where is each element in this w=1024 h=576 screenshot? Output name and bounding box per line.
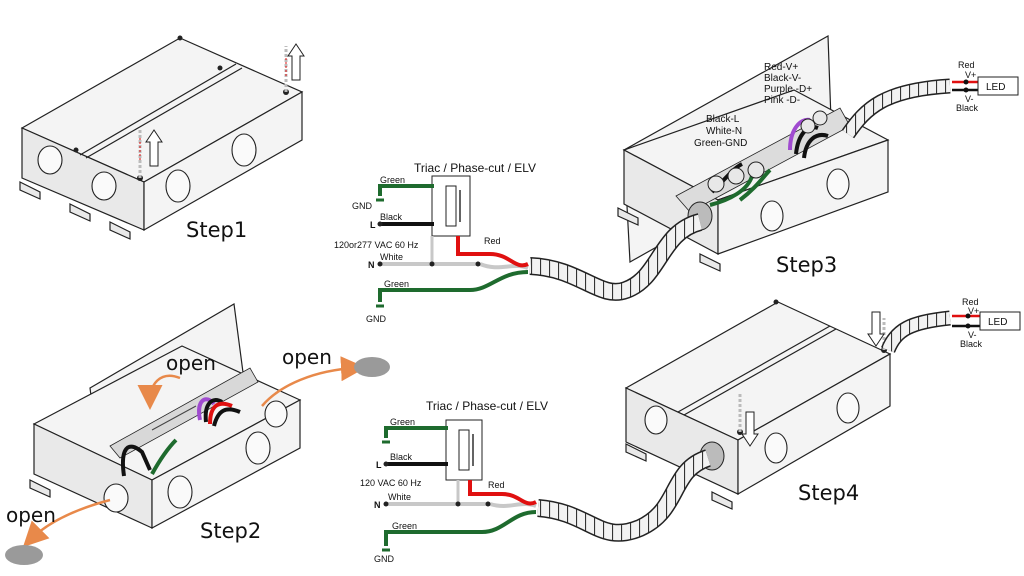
- wire-green-top-lower: Green: [390, 417, 415, 427]
- wire-black-lower: Black: [390, 452, 413, 462]
- voltage-lower: 120 VAC 60 Hz: [360, 478, 422, 488]
- led-label-lower: LED: [988, 317, 1007, 328]
- upper-wiring: [376, 175, 529, 308]
- led-vminus-label-lower: V-: [968, 330, 977, 340]
- open-label-bottom: open: [6, 503, 56, 527]
- wire-white-upper: White: [380, 252, 403, 262]
- wire-white-lower: White: [388, 492, 411, 502]
- led-red-label-lower: Red: [962, 297, 979, 307]
- wire-black-upper: Black: [380, 212, 403, 222]
- led-vplus-label-lower: V+: [968, 306, 979, 316]
- wire-green-bottom-lower: Green: [392, 521, 417, 531]
- step3-label: Step3: [776, 253, 837, 277]
- step2-label: Step2: [200, 519, 261, 543]
- output-legend-purple: Purple -D+: [764, 84, 812, 95]
- open-label-top: open: [166, 351, 216, 375]
- open-arrow-bottom: [22, 498, 111, 548]
- knockout-plug-right: [354, 357, 390, 377]
- step4-label: Step4: [798, 481, 859, 505]
- led-vminus-label-upper: V-: [965, 94, 974, 104]
- open-arrow-right: [261, 356, 366, 407]
- output-legend-pink: Pink -D-: [764, 95, 800, 106]
- wire-green-bottom-upper: Green: [384, 279, 409, 289]
- lower-wiring: [382, 419, 537, 552]
- step2-junction-box: [29, 303, 302, 530]
- line-label-upper: L: [370, 220, 376, 230]
- wire-red-lower: Red: [488, 480, 505, 490]
- wire-red-upper: Red: [484, 236, 501, 246]
- wire-green-top-upper: Green: [380, 175, 405, 185]
- neutral-label-upper: N: [368, 260, 375, 270]
- led-black-label-lower: Black: [960, 339, 983, 349]
- output-legend-red: Red-V+: [764, 62, 798, 73]
- open-label-right: open: [282, 345, 332, 369]
- step1-label: Step1: [186, 218, 247, 242]
- led-box-lower: [979, 311, 1021, 331]
- led-red-label-upper: Red: [958, 60, 975, 70]
- input-legend-black-l: Black-L: [706, 114, 740, 125]
- input-legend-green-gnd: Green-GND: [694, 138, 747, 149]
- led-black-label-upper: Black: [956, 103, 979, 113]
- step4-junction-box: [624, 299, 892, 510]
- gnd-top-upper: GND: [352, 201, 373, 211]
- led-label-upper: LED: [986, 82, 1005, 93]
- led-box-upper: [977, 76, 1019, 96]
- led-vplus-label-upper: V+: [965, 70, 976, 80]
- gnd-bottom-lower: GND: [374, 554, 395, 564]
- input-legend-white-n: White-N: [706, 126, 742, 137]
- step3-junction-box: [617, 34, 890, 272]
- dimmer-title-upper: Triac / Phase-cut / ELV: [414, 161, 536, 175]
- step1-junction-box: [19, 35, 305, 240]
- neutral-label-lower: N: [374, 500, 381, 510]
- knockout-plug-bottom: [5, 545, 43, 565]
- gnd-bottom-upper: GND: [366, 314, 387, 324]
- line-label-lower: L: [376, 460, 382, 470]
- open-arrow-left: [137, 374, 181, 410]
- dimmer-title-lower: Triac / Phase-cut / ELV: [426, 399, 548, 413]
- voltage-upper: 120or277 VAC 60 Hz: [334, 240, 419, 250]
- output-legend-black: Black-V-: [764, 73, 801, 84]
